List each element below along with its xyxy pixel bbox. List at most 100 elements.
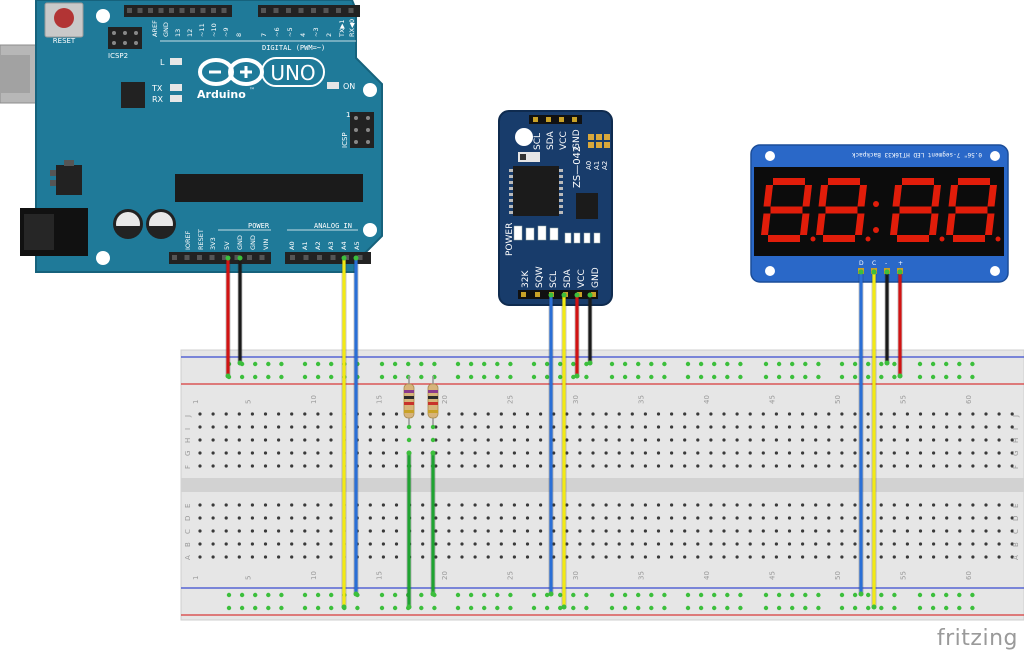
- connected-hole: [622, 361, 628, 367]
- rtc-pin: [591, 292, 596, 297]
- breadboard-hole: [381, 451, 385, 455]
- connected-hole: [455, 374, 461, 380]
- breadboard-hole: [735, 438, 739, 442]
- breadboard-hole: [591, 555, 595, 559]
- connected-hole: [930, 374, 936, 380]
- breadboard-hole: [905, 451, 910, 455]
- power-pin-label: GND: [236, 235, 244, 250]
- connected-hole: [455, 361, 461, 367]
- connected-hole: [839, 374, 845, 380]
- rtc-address-label: A2: [601, 161, 609, 170]
- breadboard-hole: [198, 412, 202, 416]
- breadboard-hole: [578, 438, 582, 442]
- breadboard-hole: [814, 503, 818, 507]
- breadboard-hole: [617, 438, 621, 442]
- connected-hole: [930, 592, 936, 598]
- segment: [818, 185, 828, 207]
- breadboard-hole: [1010, 529, 1014, 533]
- breadboard-hole: [656, 516, 661, 520]
- breadboard-hole: [997, 542, 1001, 546]
- connected-hole: [970, 605, 975, 611]
- breadboard-hole: [945, 464, 949, 468]
- header-pin: [323, 8, 329, 13]
- breadboard-hole: [670, 464, 674, 468]
- capacitor: [113, 209, 143, 239]
- connected-hole: [482, 605, 487, 611]
- breadboard-hole: [368, 516, 372, 520]
- breadboard-hole: [552, 412, 556, 416]
- breadboard-hole: [735, 542, 739, 546]
- breadboard-hole: [211, 425, 215, 429]
- breadboard-hole: [316, 438, 320, 442]
- breadboard-hole: [840, 503, 844, 507]
- resistor-2[interactable]: [427, 376, 439, 425]
- connected-hole: [495, 605, 500, 611]
- breadboard-hole: [735, 555, 739, 559]
- breadboard-hole: [748, 516, 752, 520]
- breadboard-hole: [434, 555, 438, 559]
- connected-hole: [698, 605, 704, 611]
- power-pin-label: 3V3: [209, 237, 217, 250]
- breadboard-hole: [473, 425, 477, 429]
- connected-hole: [508, 605, 513, 611]
- breadboard-hole: [499, 542, 503, 546]
- breadboard-hole: [866, 516, 870, 520]
- breadboard-hole: [853, 555, 857, 559]
- reset-button-cap[interactable]: [54, 8, 74, 28]
- breadboard-hole: [879, 425, 883, 429]
- connected-hole: [379, 605, 385, 611]
- breadboard-hole: [198, 425, 202, 429]
- connected-hole: [636, 374, 641, 380]
- display-pin-label: D: [859, 260, 864, 267]
- breadboard-hole: [827, 412, 831, 416]
- breadboard-hole: [814, 542, 818, 546]
- breadboard-hole: [853, 503, 857, 507]
- breadboard-hole: [250, 464, 254, 468]
- breadboard-hole: [290, 451, 294, 455]
- breadboard-hole: [591, 464, 595, 468]
- breadboard-hole: [905, 542, 910, 546]
- breadboard-hole: [224, 516, 228, 520]
- breadboard-hole: [866, 412, 870, 416]
- breadboard-hole: [368, 503, 372, 507]
- breadboard-hole: [656, 438, 661, 442]
- breadboard-hole: [748, 425, 752, 429]
- breadboard-hole: [368, 542, 372, 546]
- connected-hole: [622, 592, 628, 598]
- on-led: [327, 82, 339, 89]
- digital-pin-label: 4: [299, 33, 307, 37]
- resistor-1[interactable]: [403, 376, 415, 425]
- connected-hole: [584, 374, 589, 380]
- connected-hole: [468, 374, 474, 380]
- breadboard-hole: [237, 438, 241, 442]
- breadboard-hole: [814, 451, 818, 455]
- breadboard-hole: [329, 542, 333, 546]
- breadboard-hole: [565, 451, 569, 455]
- connected-hole: [944, 361, 949, 367]
- connected-hole: [917, 592, 923, 598]
- breadboard-hole: [421, 503, 425, 507]
- breadboard-hole: [643, 542, 648, 546]
- breadboard-hole: [499, 555, 503, 559]
- breadboard-hole: [643, 529, 648, 533]
- breadboard-hole: [303, 529, 307, 533]
- row-letter: H: [1012, 438, 1020, 443]
- breadboard-hole: [617, 503, 621, 507]
- connected-hole: [970, 592, 975, 598]
- breadboard-hole: [866, 438, 870, 442]
- column-number: 1: [192, 400, 200, 404]
- breadboard-hole: [263, 425, 268, 429]
- connected-hole: [609, 605, 615, 611]
- breadboard-hole: [801, 425, 805, 429]
- breadboard-hole: [303, 464, 307, 468]
- breadboard-hole: [460, 542, 464, 546]
- breadboard-hole: [748, 464, 752, 468]
- connected-hole: [239, 605, 245, 611]
- connected-hole: [531, 361, 537, 367]
- breadboard-hole: [316, 503, 320, 507]
- breadboard-hole: [552, 438, 556, 442]
- breadboard-hole: [277, 438, 281, 442]
- breadboard-hole: [670, 555, 674, 559]
- connected-hole: [662, 592, 667, 598]
